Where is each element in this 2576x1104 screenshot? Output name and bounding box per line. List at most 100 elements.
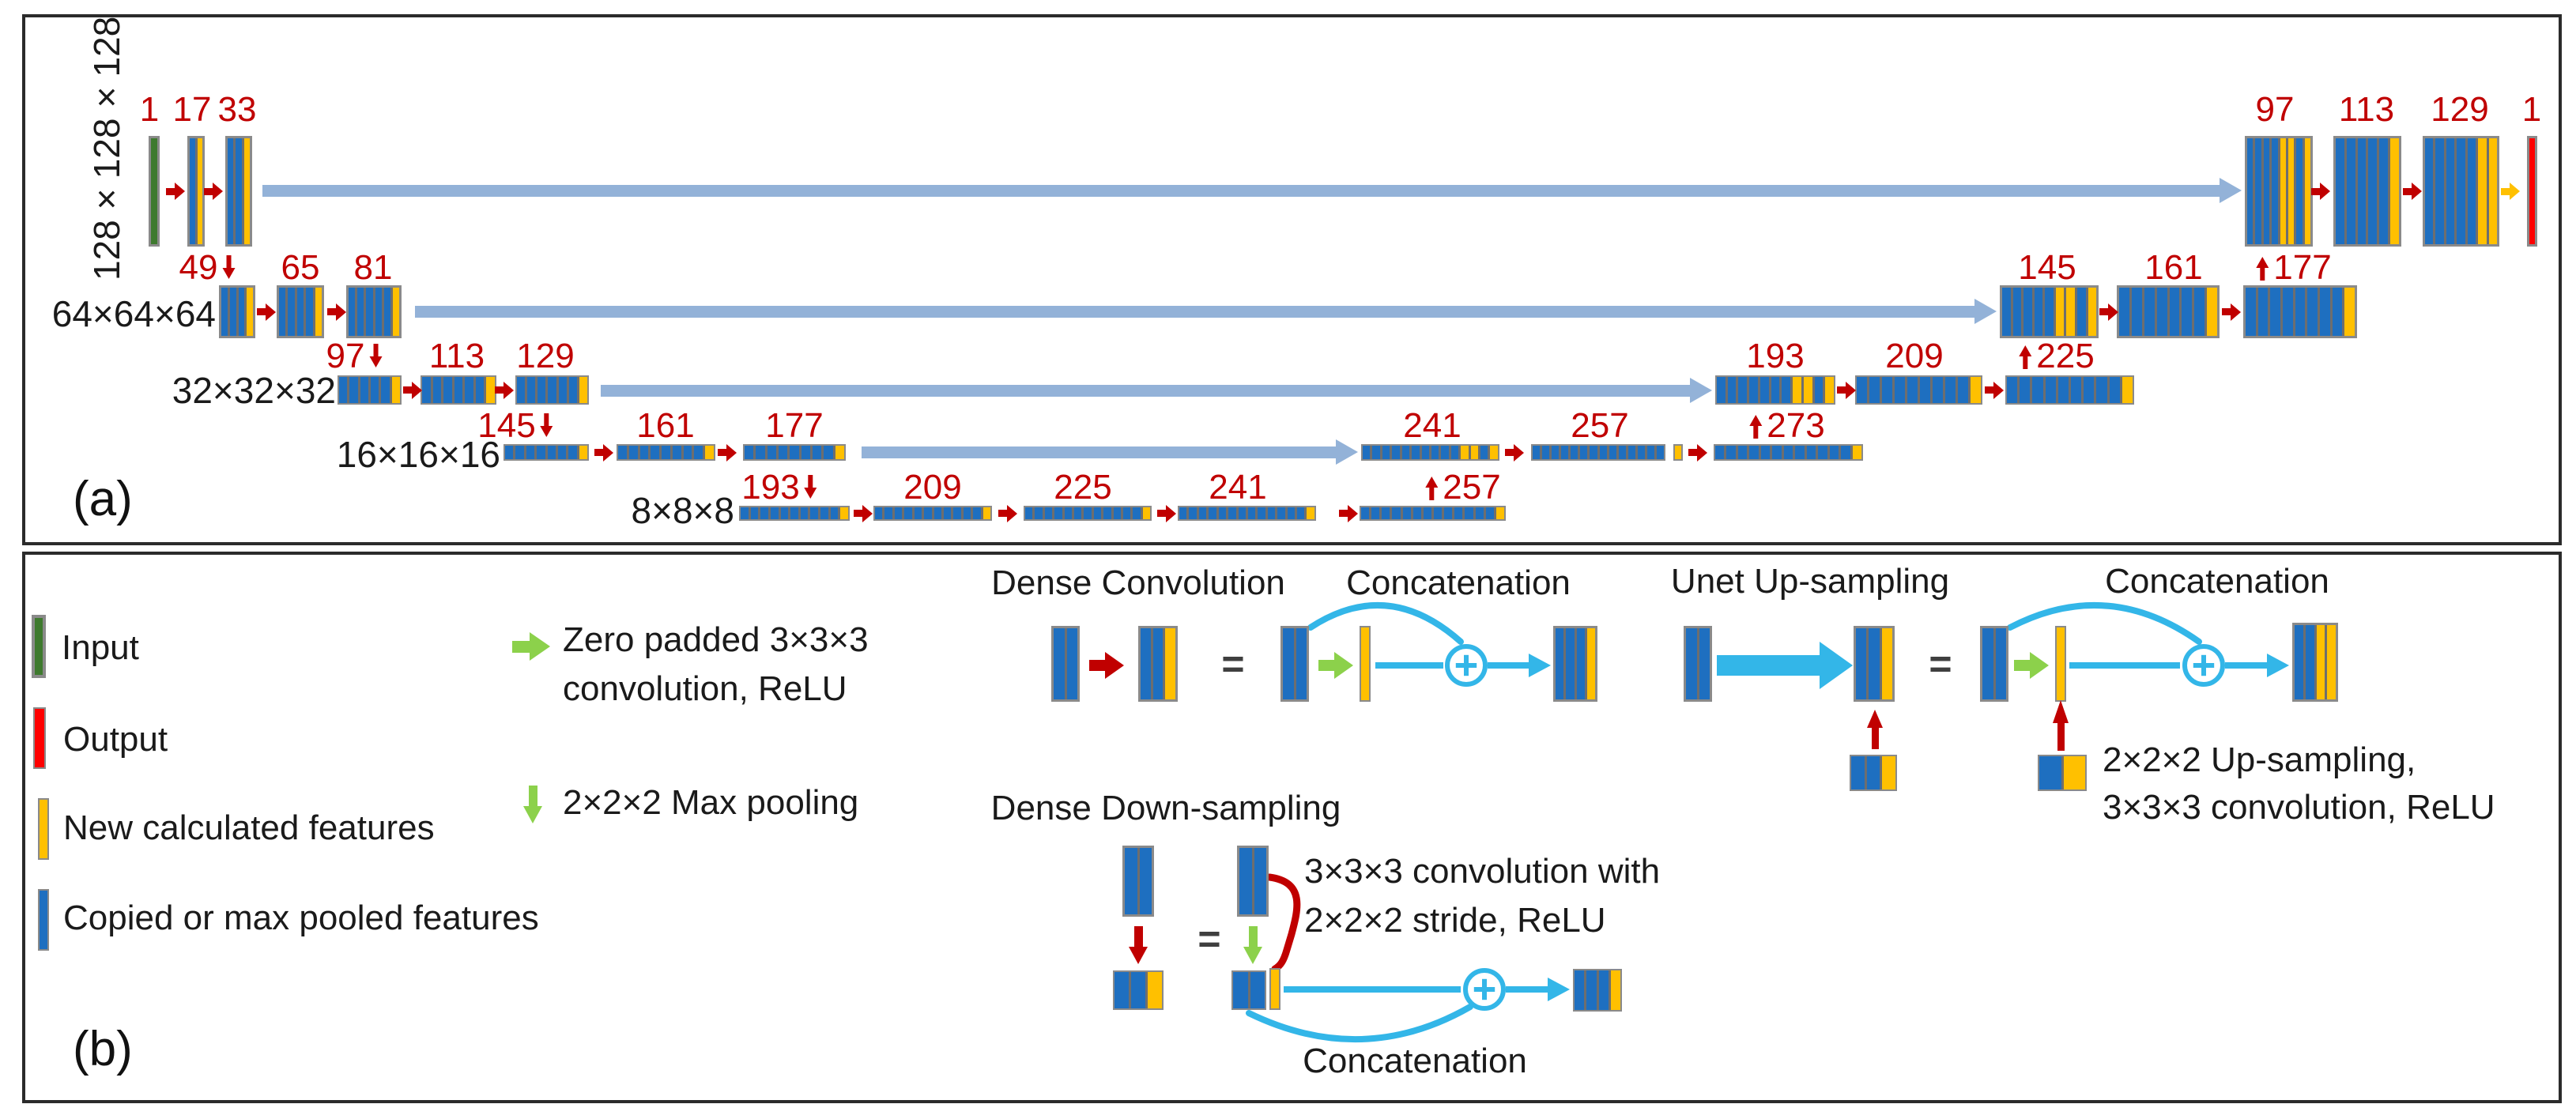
channel-count-text: 241 xyxy=(1403,406,1461,445)
operation-note: 2×2×2 Max pooling xyxy=(563,782,859,822)
copied-features-stripe xyxy=(228,138,234,244)
copied-features-stripe xyxy=(1795,446,1805,459)
feature-block xyxy=(2292,623,2338,702)
copied-features-stripe xyxy=(221,288,228,336)
copied-features-stripe xyxy=(1737,446,1748,459)
new-features-stripe xyxy=(1610,970,1620,1010)
red-up-arrow-icon xyxy=(1867,710,1883,749)
copied-features-stripe xyxy=(2012,288,2022,336)
copied-features-stripe xyxy=(1218,507,1227,519)
copied-features-stripe xyxy=(1590,446,1597,459)
copied-features-stripe xyxy=(1287,507,1296,519)
copied-features-stripe xyxy=(366,288,373,336)
copied-features-stripe xyxy=(2007,377,2018,403)
copied-features-stripe xyxy=(1113,507,1121,519)
input-block xyxy=(149,136,160,247)
feature-block xyxy=(277,285,324,338)
copied-features-stripe xyxy=(2182,288,2193,336)
legend-label: Input xyxy=(62,627,139,667)
copied-features-stripe xyxy=(683,446,692,459)
copied-features-stripe xyxy=(339,377,348,403)
feature-block xyxy=(225,136,252,247)
copied-features-stripe xyxy=(963,507,971,519)
copied-features-stripe xyxy=(1576,628,1585,699)
new-features-stripe xyxy=(247,288,253,336)
copied-features-stripe xyxy=(672,446,681,459)
copied-features-stripe xyxy=(914,507,922,519)
copied-features-stripe xyxy=(943,507,952,519)
new-features-stripe xyxy=(243,138,250,244)
new-features-stripe xyxy=(1490,446,1498,459)
copied-features-stripe xyxy=(2096,377,2107,403)
copied-features-stripe xyxy=(1933,377,1943,403)
channel-count-text: 17 xyxy=(172,90,212,129)
copied-features-stripe xyxy=(1556,628,1564,699)
copied-features-stripe xyxy=(357,288,364,336)
feature-block xyxy=(1980,626,2008,702)
new-features-stripe xyxy=(579,446,587,459)
channel-count-label: 225 xyxy=(2019,337,2095,376)
copied-features-stripe xyxy=(568,446,577,459)
channel-count-text: 113 xyxy=(2338,90,2395,129)
copied-features-stripe xyxy=(2346,138,2355,244)
copied-features-stripe xyxy=(801,446,810,459)
copied-features-stripe xyxy=(2425,138,2434,244)
maxpool-arrow-icon xyxy=(369,344,383,369)
copied-features-stripe xyxy=(1297,507,1305,519)
channel-count-text: 65 xyxy=(281,248,320,287)
skip-connection-shaft xyxy=(601,385,1690,397)
resolution-axis-label: 64×64×64 xyxy=(51,293,216,335)
new-features-stripe xyxy=(840,507,849,519)
copied-features-stripe xyxy=(1958,377,1968,403)
new-features-stripe xyxy=(2478,138,2487,244)
copied-features-stripe xyxy=(1054,507,1062,519)
copied-features-stripe xyxy=(2247,138,2254,244)
copied-features-stripe xyxy=(2246,288,2256,336)
dense-conv-arrow-icon xyxy=(2099,303,2118,321)
copied-features-stripe xyxy=(1895,377,1905,403)
diagram-title: Unet Up-sampling xyxy=(1670,561,1950,601)
channel-count-label: 193 xyxy=(1746,337,1804,376)
dense-conv-arrow-icon xyxy=(1985,381,2004,399)
new-features-stripe xyxy=(1148,972,1162,1008)
feature-block xyxy=(1178,506,1316,521)
feature-block xyxy=(2117,285,2220,338)
copied-features-stripe xyxy=(1131,972,1145,1008)
copied-features-stripe xyxy=(1598,970,1609,1010)
feature-block xyxy=(1024,506,1152,521)
copied-features-stripe xyxy=(1152,628,1164,699)
copied-features-stripe xyxy=(1093,507,1102,519)
copied-features-stripe xyxy=(2071,377,2082,403)
resolution-axis-label: 8×8×8 xyxy=(631,490,734,532)
copied-features-stripe xyxy=(924,507,932,519)
channel-count-text: 113 xyxy=(428,337,485,375)
copied-features-stripe xyxy=(810,507,819,519)
feature-block xyxy=(2055,626,2066,702)
copied-features-stripe xyxy=(790,446,799,459)
copied-features-stripe xyxy=(558,377,567,403)
copied-features-stripe xyxy=(875,507,883,519)
channel-count-text: 225 xyxy=(1054,468,1112,507)
feature-block xyxy=(1231,970,1266,1010)
copied-features-stripe xyxy=(432,377,442,403)
copied-features-stripe xyxy=(1054,628,1065,699)
resolution-axis-label: 128×128×128 xyxy=(86,16,127,281)
channel-count-label: 225 xyxy=(1054,468,1111,507)
dense-conv-arrow-icon xyxy=(718,443,737,462)
copied-features-stripe xyxy=(296,288,304,336)
copied-features-stripe xyxy=(933,507,941,519)
copied-features-stripe xyxy=(2435,138,2444,244)
copied-features-stripe xyxy=(1599,446,1607,459)
copied-features-stripe xyxy=(2295,288,2306,336)
copied-features-stripe xyxy=(1189,507,1197,519)
new-features-stripe xyxy=(1852,446,1862,459)
dense-conv-arrow-icon xyxy=(854,504,873,522)
copied-features-stripe xyxy=(454,377,463,403)
copied-features-stripe xyxy=(1371,507,1380,519)
dense-conv-arrow-icon xyxy=(495,381,514,399)
maxpool-arrow-icon xyxy=(222,255,236,281)
copied-features-stripe xyxy=(1609,446,1616,459)
channel-count-text: 1 xyxy=(2521,90,2542,129)
copied-features-stripe xyxy=(2255,138,2261,244)
